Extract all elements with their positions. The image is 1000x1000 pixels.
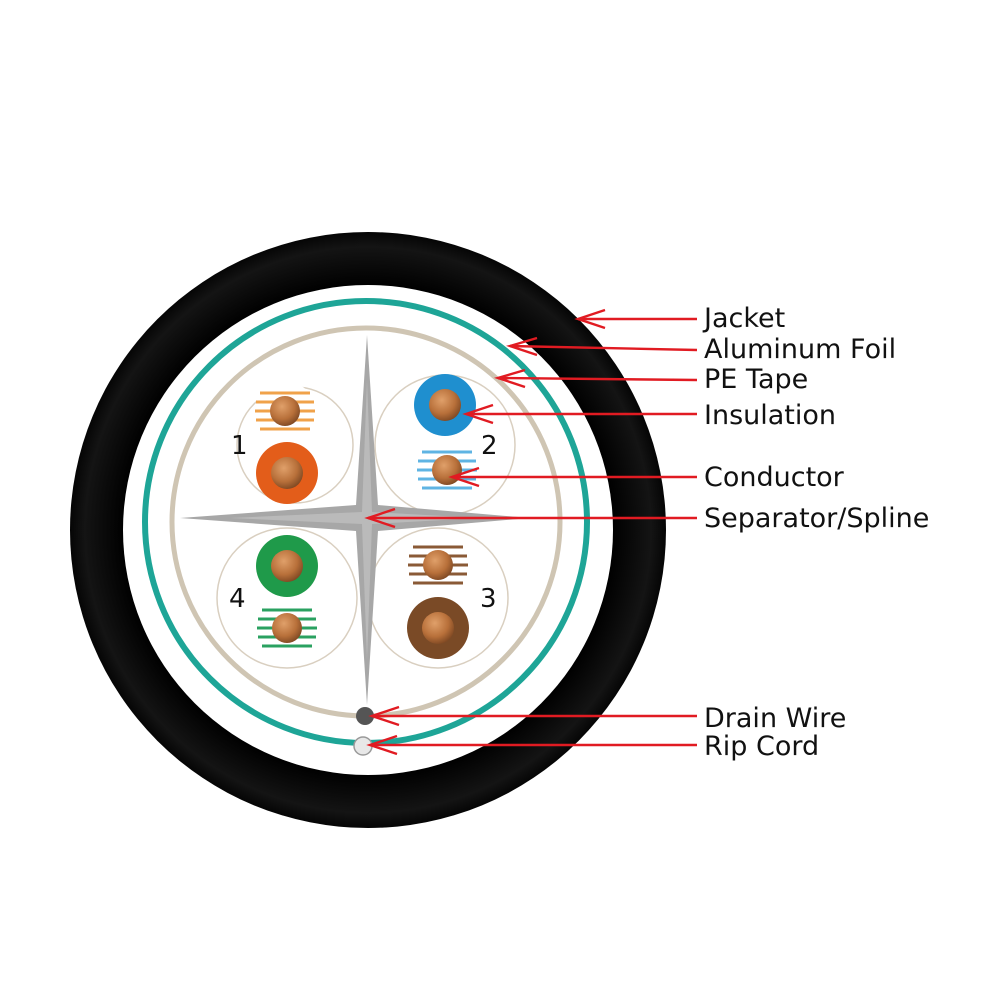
conductor-arrowhead — [448, 466, 480, 488]
pair-4-solid-conductor — [271, 550, 303, 582]
pair-3-solid-conductor — [422, 612, 454, 644]
label-conductor: Conductor — [704, 462, 845, 493]
pair-4-number: 4 — [229, 584, 246, 614]
pair-2-striped-conductor — [432, 455, 462, 485]
label-rip-cord: Rip Cord — [704, 731, 819, 762]
pair-3: 3 — [407, 535, 497, 659]
pair-2-number: 2 — [481, 431, 498, 461]
callout-leaders — [364, 308, 698, 756]
label-pe-tape: PE Tape — [704, 364, 808, 395]
aluminum-foil-leader — [509, 344, 698, 352]
pair-1-solid-conductor — [271, 457, 303, 489]
label-aluminum-foil: Aluminum Foil — [704, 334, 896, 365]
callout-labels: Jacket Aluminum Foil PE Tape Insulation … — [702, 303, 929, 762]
pair-1-number: 1 — [231, 431, 248, 461]
pair-4-striped-conductor — [272, 613, 302, 643]
pair-4: 4 — [229, 535, 318, 658]
pair-3-number: 3 — [480, 584, 497, 614]
pair-2-solid-conductor — [429, 389, 461, 421]
insulation-arrowhead — [462, 403, 494, 425]
drain-wire-arrowhead — [368, 705, 400, 727]
pair-3-striped-conductor — [423, 550, 453, 580]
rip-cord-arrowhead — [366, 734, 398, 756]
pair-2: 2 — [414, 374, 498, 500]
label-jacket: Jacket — [702, 303, 785, 334]
separator-arrowhead — [364, 507, 396, 529]
pair-1: 1 — [231, 381, 318, 504]
pair-4-boundary — [216, 527, 358, 669]
pe-tape-arrowhead — [494, 368, 526, 389]
label-separator-spline: Separator/Spline — [704, 503, 929, 534]
pe-tape-leader — [497, 376, 698, 382]
pair-1-striped-conductor — [270, 396, 300, 426]
jacket-arrowhead — [574, 308, 606, 330]
label-insulation: Insulation — [704, 400, 836, 431]
label-drain-wire: Drain Wire — [704, 703, 846, 734]
aluminum-foil-arrowhead — [506, 336, 538, 357]
separator-spline-highlight — [230, 380, 480, 660]
drain-wire-dot — [356, 707, 374, 725]
